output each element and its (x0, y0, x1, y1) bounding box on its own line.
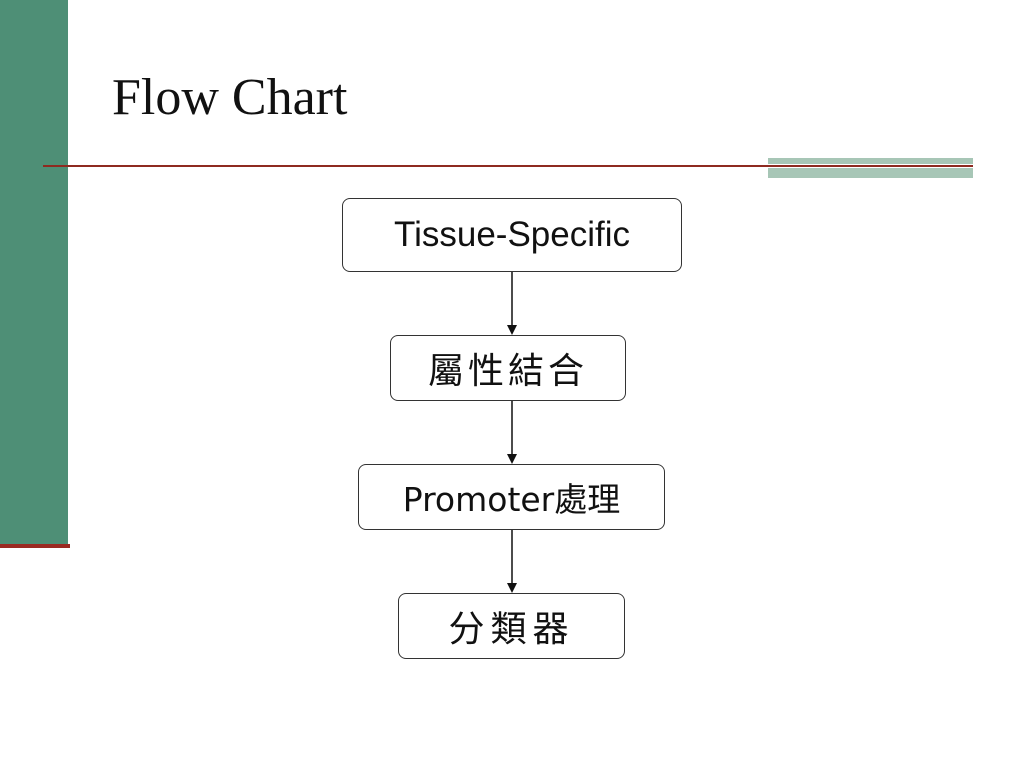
left-sidebar-bar (0, 0, 68, 545)
slide-title: Flow Chart (112, 69, 348, 126)
flow-step-label: 分類器 (448, 609, 575, 650)
flow-step-classifier: 分類器 (398, 593, 625, 659)
flow-step-label: Promoter處理 (402, 480, 621, 519)
flow-step-promoter-processing: Promoter處理 (358, 464, 665, 530)
flow-step-tissue-specific: Tissue-Specific (342, 198, 682, 272)
title-rule (43, 165, 973, 167)
left-sidebar-accent (0, 544, 70, 548)
title-rule-band-top (768, 158, 973, 164)
title-rule-band-bottom (768, 168, 973, 178)
flow-step-label: Tissue-Specific (394, 215, 630, 254)
flow-step-label: 屬性結合 (427, 351, 588, 392)
flow-step-attribute-combination: 屬性結合 (390, 335, 626, 401)
